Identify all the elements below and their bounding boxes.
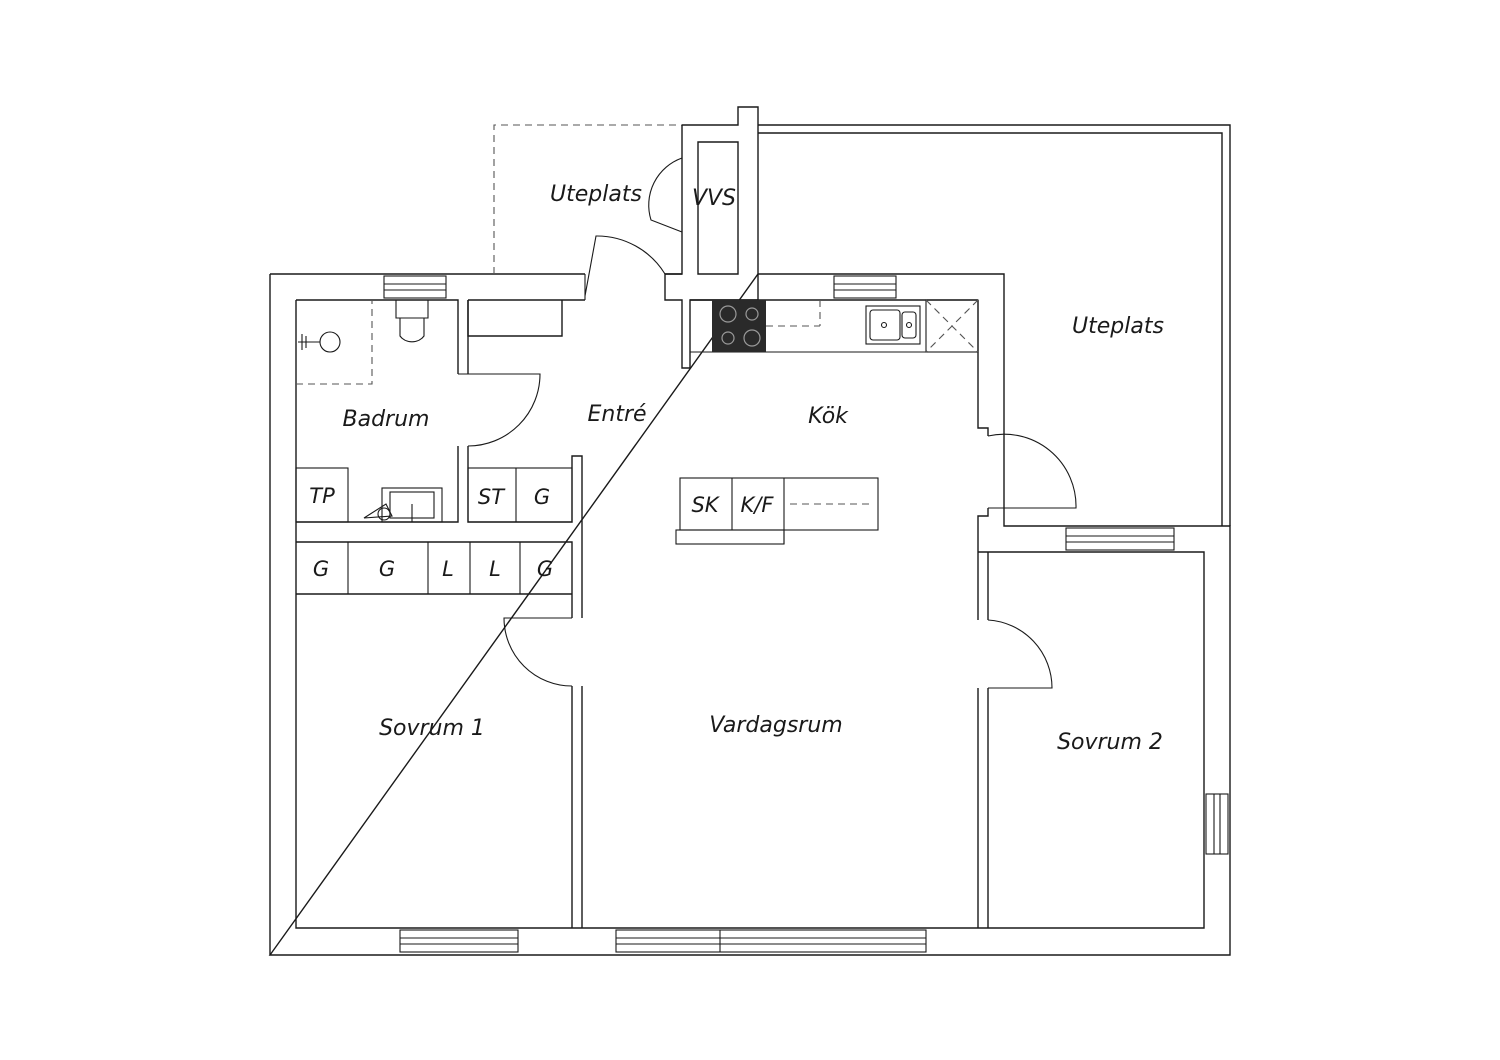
window-kitchen xyxy=(833,275,897,299)
label-closet-5: G xyxy=(537,557,553,581)
door-balcony xyxy=(987,433,1077,509)
bathroom-fixtures xyxy=(295,300,443,523)
label-vardagsrum: Vardagsrum xyxy=(709,713,842,738)
kitchen-island xyxy=(675,477,879,545)
label-tp: TP xyxy=(309,484,335,508)
interior-walls xyxy=(296,299,989,928)
entry-closets xyxy=(467,467,573,523)
room-labels: Uteplats VVS Uteplats Badrum Entré Kök S… xyxy=(343,182,1164,755)
window-bedroom1 xyxy=(399,929,519,953)
label-entre: Entré xyxy=(587,402,646,427)
label-g-entre: G xyxy=(534,485,550,509)
kitchen-counter xyxy=(690,299,979,353)
wardrobe-row xyxy=(347,542,521,594)
label-uteplats-east: Uteplats xyxy=(1072,314,1164,339)
label-sk: SK xyxy=(691,493,720,517)
label-closet-3: L xyxy=(442,557,454,581)
label-badrum: Badrum xyxy=(343,407,430,432)
door-bedroom2 xyxy=(987,619,1053,689)
label-st: ST xyxy=(478,485,506,509)
label-sovrum1: Sovrum 1 xyxy=(379,716,485,741)
window-bedroom2-north xyxy=(1065,527,1175,551)
door-entrance xyxy=(584,235,666,300)
shower-icon xyxy=(319,331,341,353)
window-bathroom xyxy=(383,275,447,299)
fixture-labels: TP ST G SK K/F G G L L G xyxy=(309,484,774,581)
windows xyxy=(383,275,1229,953)
door-bedroom1 xyxy=(503,617,573,687)
dishwasher-icon xyxy=(925,299,979,353)
label-vvs: VVS xyxy=(692,186,736,211)
label-kok: Kök xyxy=(808,404,849,429)
door-bathroom xyxy=(458,373,541,447)
label-closet-4: L xyxy=(489,557,501,581)
sink-icon xyxy=(865,305,921,345)
label-kf: K/F xyxy=(741,493,775,517)
label-sovrum2: Sovrum 2 xyxy=(1057,730,1163,755)
label-uteplats-north: Uteplats xyxy=(550,182,642,207)
label-closet-1: G xyxy=(313,557,329,581)
window-bedroom2-east xyxy=(1205,793,1229,855)
label-closet-2: G xyxy=(379,557,395,581)
doors xyxy=(458,235,1077,689)
window-living xyxy=(615,929,927,953)
toilet-icon xyxy=(395,300,429,343)
